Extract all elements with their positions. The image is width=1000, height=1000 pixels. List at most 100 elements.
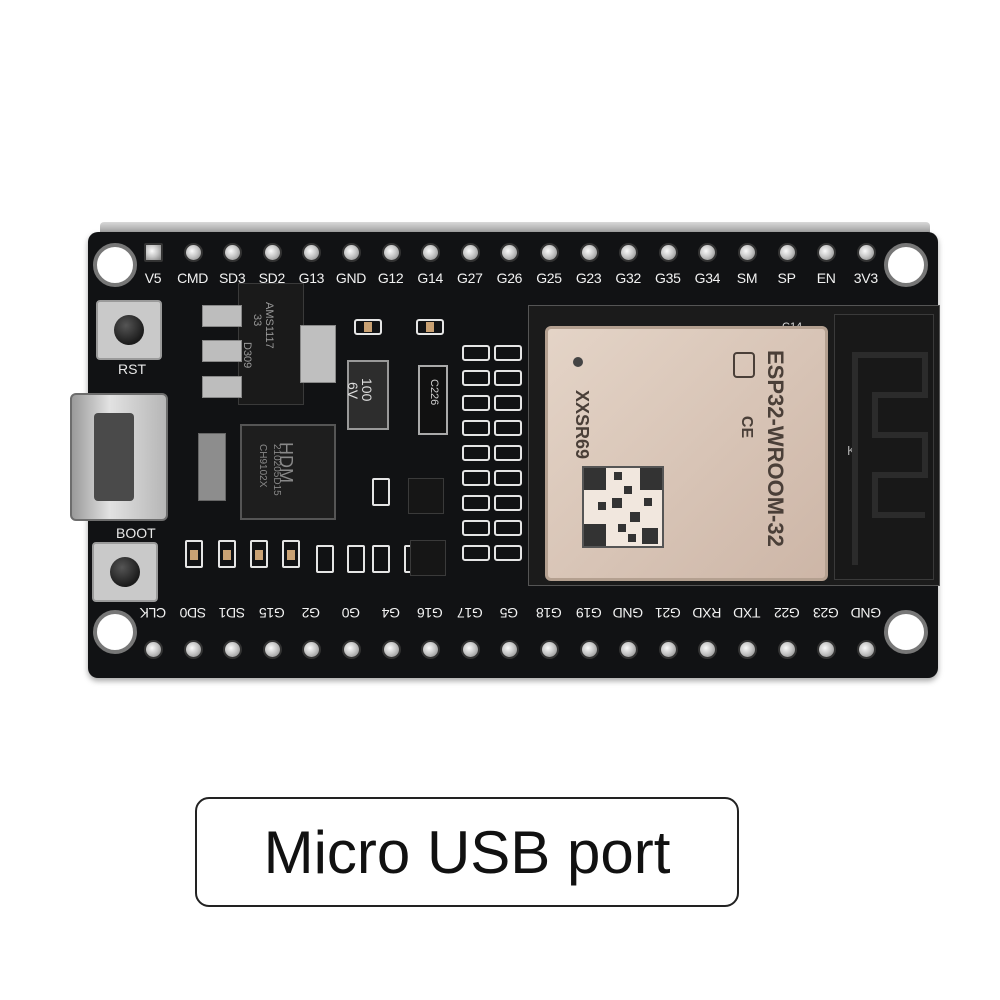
top-pin-label: G13	[298, 270, 325, 286]
qr-module	[618, 524, 626, 532]
smd-part	[347, 545, 365, 573]
regulator-line-2: 33	[251, 314, 263, 327]
resistor	[494, 520, 522, 536]
resistor	[462, 445, 490, 461]
top-pin-g26	[500, 243, 520, 262]
bottom-pin-label: SD1	[219, 605, 246, 621]
bottom-pin-g15	[262, 640, 282, 659]
bottom-pin-label: G15	[259, 605, 285, 621]
top-pin-en	[817, 243, 837, 262]
smd-part	[282, 540, 300, 568]
top-pin-label: G14	[417, 270, 443, 286]
bottom-pin-g19	[579, 640, 599, 659]
pcb-antenna: K	[834, 314, 934, 580]
top-pin-label: GND	[335, 270, 367, 286]
top-pin-label: G12	[377, 270, 404, 286]
resistor	[494, 495, 522, 511]
smd-part	[218, 540, 236, 568]
antenna-mark: K	[847, 443, 856, 458]
bottom-pin-label: G22	[773, 605, 800, 621]
smd-part	[354, 319, 382, 335]
resistor	[462, 420, 490, 436]
bottom-pin-sd0	[183, 640, 203, 659]
micro-usb-port[interactable]	[70, 393, 168, 521]
top-pin-sd2	[262, 243, 282, 262]
qr-code-icon	[582, 466, 664, 548]
resistor	[494, 420, 522, 436]
antenna-trace	[852, 352, 928, 565]
top-pin-g14	[421, 243, 441, 262]
boot-button[interactable]	[92, 542, 158, 602]
top-pin-3v3	[856, 243, 876, 262]
bottom-pin-label: G4	[381, 605, 400, 621]
resistor	[494, 345, 522, 361]
resistor	[462, 345, 490, 361]
mounting-hole-bottom-right	[884, 610, 928, 654]
resistor	[494, 370, 522, 386]
bottom-pin-label: G19	[575, 605, 602, 621]
top-pin-label: G25	[536, 270, 562, 286]
qr-module	[612, 498, 622, 508]
qr-module	[598, 502, 606, 510]
top-pin-sp	[777, 243, 797, 262]
bottom-pin-label: G5	[500, 605, 519, 621]
top-pin-label: SD3	[219, 270, 246, 286]
top-pin-g34	[698, 243, 718, 262]
rst-button-cap	[114, 315, 144, 345]
top-pin-cmd	[183, 243, 203, 262]
top-pin-label: SM	[736, 270, 758, 286]
mounting-hole-bottom-left	[93, 610, 137, 654]
resistor	[462, 395, 490, 411]
resistor	[494, 395, 522, 411]
usb-serial-chip: HDM 210205D15 CH9102X	[240, 424, 336, 520]
qr-module	[644, 498, 652, 506]
qr-module	[584, 524, 606, 546]
bottom-pin-label: SD0	[179, 605, 206, 621]
bottom-pin-g22	[777, 640, 797, 659]
rst-button[interactable]	[96, 300, 162, 360]
bottom-pin-label: CLK	[139, 605, 167, 621]
top-pin-label: SD2	[258, 270, 286, 286]
resistor	[462, 545, 490, 561]
bottom-pin-gnd	[619, 640, 639, 659]
caption-box: Micro USB port	[195, 797, 739, 907]
regulator-pin-1	[202, 305, 242, 327]
qr-module	[628, 534, 636, 542]
caption-text: Micro USB port	[263, 818, 671, 886]
qr-module	[642, 528, 658, 544]
cap-voltage: 6V	[345, 382, 361, 400]
top-pin-v5	[144, 243, 163, 262]
resistor	[494, 545, 522, 561]
smd-part	[185, 540, 203, 568]
bottom-pin-g18	[540, 640, 559, 659]
top-pin-sm	[738, 243, 757, 262]
pin1-dot	[573, 357, 583, 367]
resistor	[494, 470, 522, 486]
bottom-pin-g0	[342, 640, 361, 659]
usb-chip-model: CH9102X	[257, 444, 268, 488]
usb-slot	[94, 413, 134, 501]
bottom-pin-clk	[144, 640, 163, 659]
bottom-pin-label: G16	[417, 605, 443, 621]
c226-label: C226	[428, 379, 440, 406]
module-code: XXSR69	[572, 390, 592, 460]
bottom-pin-g5	[500, 640, 520, 659]
qr-module	[640, 468, 662, 490]
bottom-pin-g23	[817, 640, 837, 659]
qr-module	[584, 468, 606, 490]
resistor	[462, 370, 490, 386]
qr-module	[624, 486, 632, 494]
top-pin-g13	[302, 243, 322, 262]
regulator-line-3: D309	[241, 342, 253, 369]
bottom-pin-label: GND	[850, 605, 881, 621]
smd-part	[416, 319, 444, 335]
top-pin-g25	[540, 243, 559, 262]
boot-label: BOOT	[116, 525, 156, 541]
bottom-pin-g2	[302, 640, 322, 659]
regulator-pin-3	[202, 376, 242, 398]
bottom-pin-txd	[738, 640, 757, 659]
bottom-pin-g17	[460, 640, 480, 659]
bottom-pin-label: GND	[613, 605, 644, 621]
top-pin-label: G26	[496, 270, 523, 286]
diode	[198, 433, 226, 501]
